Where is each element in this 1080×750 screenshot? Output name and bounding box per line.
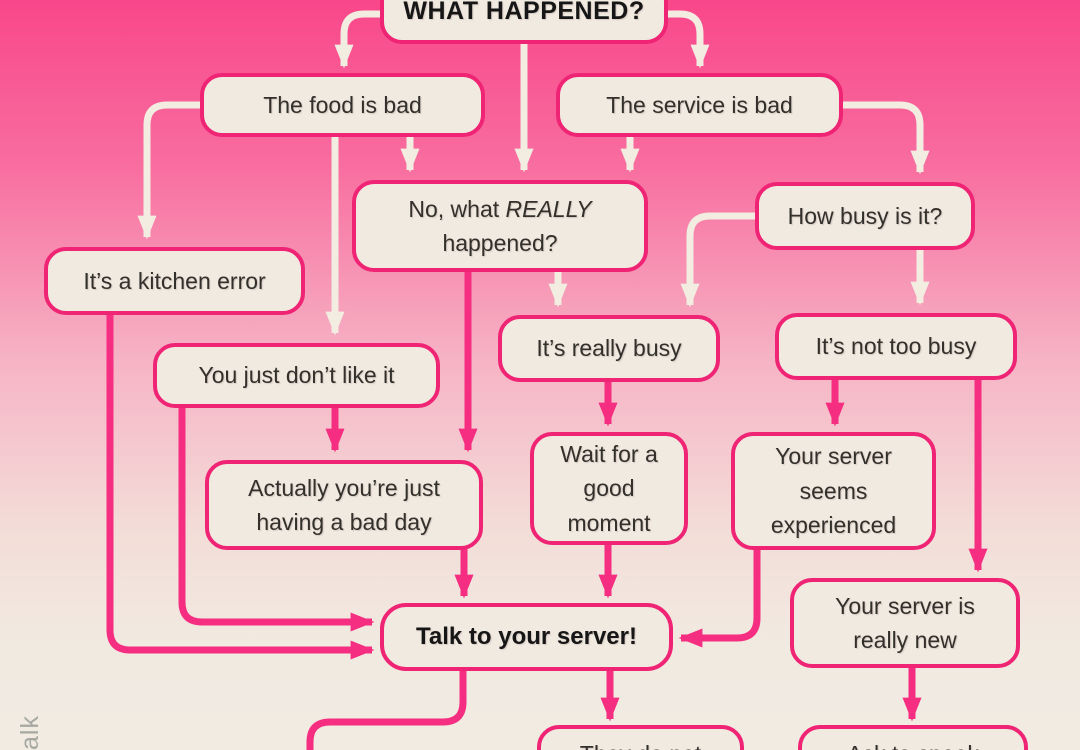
edge-service-to-howbusy bbox=[842, 101, 930, 175]
edge-title-to-service bbox=[667, 10, 710, 69]
node-service-is-bad: The service is bad bbox=[556, 73, 843, 137]
node-label: Actually you’re just having a bad day bbox=[248, 474, 440, 536]
node-bad-day: Actually you’re just having a bad day bbox=[205, 460, 483, 550]
node-label: Your server seems experienced bbox=[770, 443, 897, 539]
node-kitchen-error: It’s a kitchen error bbox=[44, 247, 305, 315]
edge-experienced-to-talk bbox=[678, 549, 761, 648]
node-not-too-busy: It’s not too busy bbox=[775, 313, 1017, 380]
edge-food-to-kitchen bbox=[137, 101, 201, 240]
node-how-busy: How busy is it? bbox=[755, 182, 975, 250]
node-food-is-bad: The food is bad bbox=[200, 73, 485, 137]
node-really-busy: It’s really busy bbox=[498, 315, 720, 382]
edge-kitchen-to-talk bbox=[106, 314, 375, 660]
node-label: How busy is it? bbox=[787, 202, 943, 229]
node-label: It’s a kitchen error bbox=[83, 267, 266, 294]
node-label: Talk to your server! bbox=[416, 623, 637, 650]
node-really-happened: No, what REALLY happened? bbox=[352, 180, 648, 272]
node-label: WHAT HAPPENED? bbox=[403, 0, 645, 26]
node-label: Wait for a good moment bbox=[560, 440, 658, 536]
edge-talk-to-offscreen bbox=[306, 670, 467, 750]
node-what-happened: WHAT HAPPENED? bbox=[380, 0, 668, 44]
node-label: The food is bad bbox=[263, 91, 422, 118]
node-label: Your server is really new bbox=[835, 592, 975, 654]
node-label: They do not bbox=[580, 737, 701, 750]
node-label: You just don’t like it bbox=[198, 362, 395, 389]
node-ask-to-speak: Ask to speak bbox=[798, 725, 1028, 750]
node-they-do-not: They do not bbox=[537, 725, 744, 750]
watermark-text: alk bbox=[16, 715, 44, 750]
edge-title-to-food bbox=[334, 10, 381, 69]
node-label: The service is bad bbox=[606, 91, 793, 118]
node-server-new: Your server is really new bbox=[790, 578, 1020, 668]
node-label: It’s really busy bbox=[536, 335, 682, 362]
node-label: It’s not too busy bbox=[815, 333, 977, 360]
edge-dontlike-to-talk bbox=[178, 407, 375, 632]
node-dont-like-it: You just don’t like it bbox=[153, 343, 440, 408]
node-label: No, what REALLY happened? bbox=[408, 195, 592, 257]
node-wait-moment: Wait for a good moment bbox=[530, 432, 688, 545]
node-talk-to-server: Talk to your server! bbox=[380, 603, 673, 671]
node-label: Ask to speak bbox=[847, 737, 979, 750]
node-server-experienced: Your server seems experienced bbox=[731, 432, 936, 550]
edge-howbusy-to-reallybusy bbox=[680, 212, 756, 308]
